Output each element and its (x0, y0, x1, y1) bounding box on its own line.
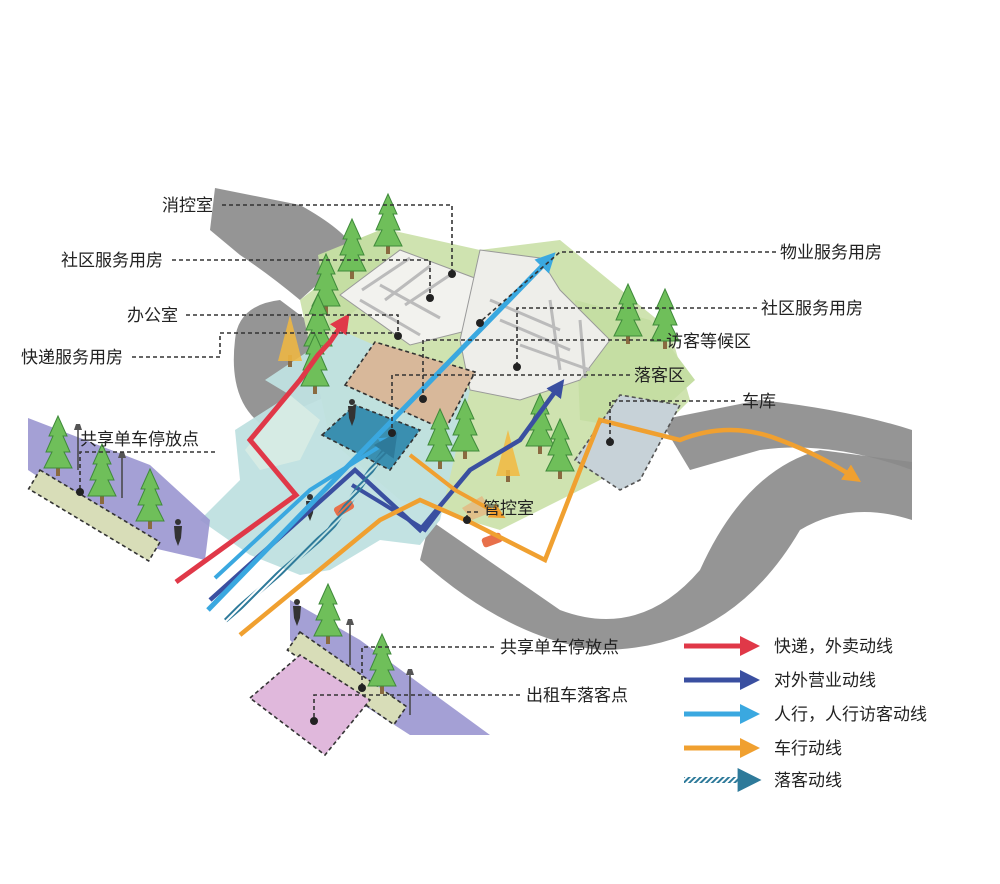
garage-zone (573, 394, 682, 491)
road-bottom-curve (420, 450, 912, 650)
express-delivery-route (174, 313, 350, 585)
svg-text:车行动线: 车行动线 (774, 739, 842, 759)
business-route-return (350, 483, 442, 533)
building-right (459, 249, 611, 401)
label-community-service-right: 社区服务用房 (761, 299, 863, 319)
road-right (660, 400, 912, 470)
visitor-waiting-zone (343, 341, 477, 432)
grass-right (575, 300, 695, 430)
label-dropoff-zone: 落客区 (634, 366, 685, 386)
svg-text:快递，外卖动线: 快递，外卖动线 (774, 637, 893, 657)
label-community-service-left: 社区服务用房 (61, 251, 163, 271)
svg-text:人行，人行访客动线: 人行，人行访客动线 (774, 705, 927, 725)
label-bike-parking-bottom: 共享单车停放点 (500, 638, 619, 658)
taxi-dropoff-zone (248, 654, 372, 757)
label-express-service: 快递服务用房 (21, 348, 123, 368)
label-visitor-waiting: 访客等候区 (666, 332, 751, 352)
labels: 消控室 社区服务用房 办公室 快递服务用房 共享单车停放点 物业服务用房 社区服… (21, 196, 882, 706)
leader-lines (76, 204, 776, 725)
legend-item-dropoff: 落客动线 (684, 768, 842, 792)
label-garage: 车库 (742, 392, 776, 412)
pedestrian-visitor-route (213, 436, 396, 580)
business-route (208, 379, 565, 602)
control-room-zone (462, 496, 492, 520)
vehicle-route (238, 417, 862, 637)
bike-strip-left (27, 468, 162, 563)
label-control-room: 管控室 (483, 499, 534, 519)
label-taxi-dropoff: 出租车落客点 (526, 686, 628, 706)
bike-zone-left (28, 418, 210, 560)
legend-item-business: 对外营业动线 (684, 670, 876, 691)
vehicle-route-return (408, 453, 506, 519)
dropoff-route (223, 432, 398, 623)
legend: 快递，外卖动线 对外营业动线 人行，人行访客动线 车行动线 落客动线 (684, 636, 927, 792)
label-bike-parking-left: 共享单车停放点 (80, 430, 199, 450)
legend-item-express: 快递，外卖动线 (684, 636, 893, 657)
label-property-service: 物业服务用房 (780, 243, 882, 263)
label-fire-control-room: 消控室 (162, 196, 213, 216)
label-office: 办公室 (127, 306, 178, 326)
svg-text:对外营业动线: 对外营业动线 (774, 671, 876, 691)
legend-item-vehicle: 车行动线 (684, 738, 842, 759)
circulation-lines (174, 252, 862, 637)
plaza-walkway (245, 395, 320, 470)
legend-item-pedestrian: 人行，人行访客动线 (684, 704, 927, 725)
svg-text:落客动线: 落客动线 (774, 771, 842, 791)
